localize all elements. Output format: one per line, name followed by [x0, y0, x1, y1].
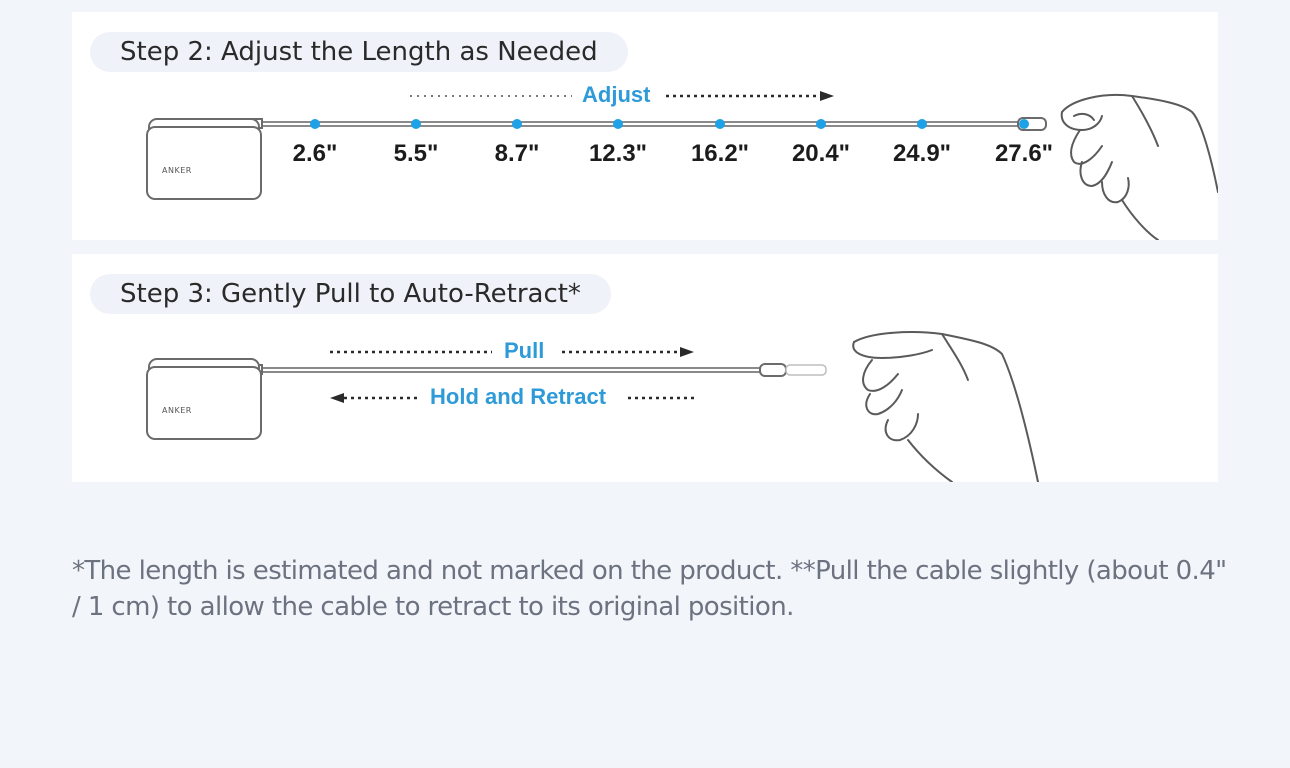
- step2-panel: Step 2: Adjust the Length as Needed Adju…: [72, 12, 1218, 240]
- length-marker: [1019, 119, 1029, 129]
- arrow-left-icon: [330, 393, 344, 403]
- anker-device: ANKER: [146, 126, 262, 200]
- length-marker: [613, 119, 623, 129]
- length-marker: [512, 119, 522, 129]
- brand-logo: ANKER: [162, 166, 192, 175]
- step3-title: Step 3: Gently Pull to Auto-Retract*: [90, 274, 611, 314]
- step3-illustration: [219, 331, 1039, 482]
- length-label: 2.6": [292, 140, 338, 167]
- retract-label: Hold and Retract: [430, 384, 607, 409]
- length-label: 20.4": [791, 140, 851, 167]
- length-label: 16.2": [690, 140, 750, 167]
- length-label: 12.3": [588, 140, 648, 167]
- length-marker: [310, 119, 320, 129]
- length-label: 8.7": [494, 140, 540, 167]
- length-label: 24.9": [892, 140, 952, 167]
- length-label: 27.6": [994, 140, 1054, 167]
- hand-icon: [852, 331, 1039, 482]
- adjust-label: Adjust: [582, 82, 651, 107]
- brand-logo: ANKER: [162, 406, 192, 415]
- length-marker: [917, 119, 927, 129]
- step2-title: Step 2: Adjust the Length as Needed: [90, 32, 628, 72]
- arrow-right-icon: [820, 91, 834, 101]
- anker-device: ANKER: [146, 366, 262, 440]
- length-marker: [715, 119, 725, 129]
- length-marker: [411, 119, 421, 129]
- length-label: 5.5": [393, 140, 439, 167]
- arrow-right-icon: [680, 347, 694, 357]
- step3-panel: Step 3: Gently Pull to Auto-Retract* Pul…: [72, 254, 1218, 482]
- footnote-text: *The length is estimated and not marked …: [72, 556, 1227, 622]
- pull-label: Pull: [504, 338, 545, 363]
- hand-icon: [1060, 94, 1218, 240]
- length-marker: [816, 119, 826, 129]
